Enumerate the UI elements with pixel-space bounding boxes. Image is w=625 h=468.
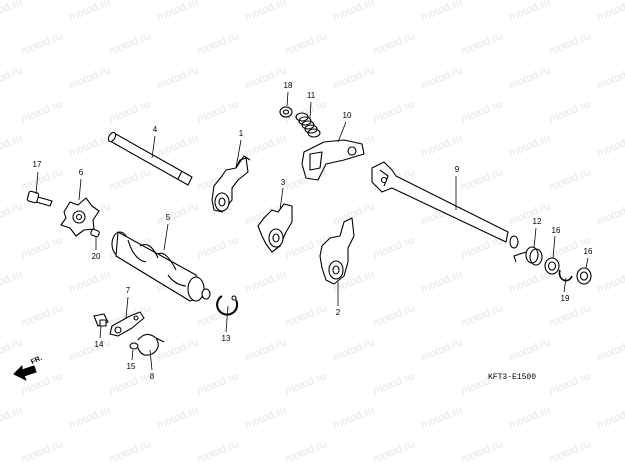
part-10-stopper-arm — [301, 139, 365, 181]
part-1-shift-fork — [211, 155, 251, 213]
part-number-label: 6 — [78, 168, 84, 177]
part-number-label: 18 — [283, 81, 293, 90]
part-20-pin — [90, 228, 100, 238]
part-number-label: 16 — [551, 226, 561, 235]
part-8-stopper-spring — [137, 333, 165, 356]
front-direction-arrow — [13, 365, 37, 381]
part-number-label: 17 — [32, 160, 42, 169]
part-number-label: 8 — [149, 372, 155, 381]
part-number-label: 19 — [560, 294, 570, 303]
part-4-shift-rod — [107, 131, 193, 186]
part-6-drum-stopper-plate — [60, 197, 100, 237]
part-number-label: 5 — [165, 213, 171, 222]
part-9-gearshift-spindle — [371, 161, 519, 249]
part-number-label: 14 — [94, 340, 104, 349]
part-number-label: 11 — [306, 91, 316, 100]
part-5-shift-drum — [111, 231, 211, 302]
part-19-circlip — [558, 269, 573, 282]
part-18-washer — [279, 106, 293, 118]
part-14-bolt — [93, 313, 109, 327]
part-number-label: 13 — [221, 334, 231, 343]
part-15-collar — [129, 342, 139, 350]
part-number-label: 1 — [238, 129, 244, 138]
part-number-label: 20 — [91, 252, 101, 261]
part-7-stopper-lever — [109, 311, 145, 337]
part-12-return-spring — [513, 246, 543, 266]
part-13-circlip — [216, 295, 239, 316]
part-number-label: 7 — [125, 286, 131, 295]
diagram-code: KFT3-E1500 — [488, 373, 537, 382]
part-number-label: 4 — [152, 125, 158, 134]
part-11-spring — [295, 112, 321, 138]
part-number-label: 9 — [454, 165, 460, 174]
part-number-label: 3 — [280, 178, 286, 187]
part-17-bolt — [26, 190, 53, 207]
part-3-shift-fork — [257, 203, 293, 253]
part-number-label: 16 — [583, 247, 593, 256]
part-number-label: 2 — [335, 308, 341, 317]
leader-lines — [35, 91, 589, 371]
part-2-shift-fork — [319, 217, 355, 285]
part-number-label: 10 — [342, 111, 352, 120]
part-16-washer — [576, 267, 592, 285]
part-number-label: 15 — [126, 362, 136, 371]
part-number-label: 12 — [532, 217, 542, 226]
part-16-oil-seal — [544, 257, 560, 275]
